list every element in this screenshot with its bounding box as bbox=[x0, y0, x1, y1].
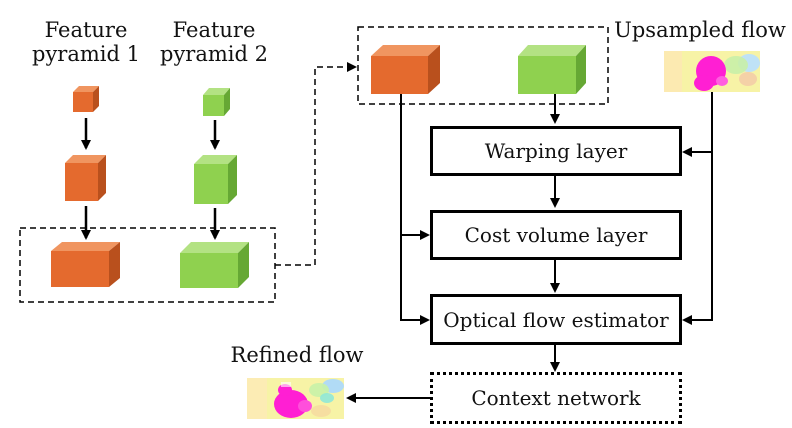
refined-flow-label: Refined flow bbox=[230, 343, 364, 367]
pyramid1-label-line2: pyramid 1 bbox=[32, 42, 140, 66]
cost-volume-layer-label: Cost volume layer bbox=[464, 223, 648, 247]
pyramid2-cube-small bbox=[203, 88, 230, 116]
pyramid2-label-line1: Feature bbox=[172, 18, 256, 42]
pyramid1-label: Feature pyramid 1 bbox=[30, 18, 142, 66]
current-feature-cube-1 bbox=[371, 45, 440, 94]
pyramid1-cube-small bbox=[73, 86, 99, 112]
current-feature-cube-2 bbox=[518, 45, 586, 94]
pyramid1-label-line1: Feature bbox=[44, 18, 128, 42]
dashed-connector bbox=[275, 62, 357, 266]
upsampled-flow-label: Upsampled flow bbox=[614, 18, 786, 42]
upsampled-flow-image bbox=[664, 51, 760, 92]
warping-layer-label: Warping layer bbox=[484, 139, 628, 163]
warping-layer-box: Warping layer bbox=[430, 126, 682, 176]
pyramid2-label: Feature pyramid 2 bbox=[158, 18, 270, 66]
cost-volume-layer-box: Cost volume layer bbox=[430, 210, 682, 260]
context-network-label: Context network bbox=[471, 386, 641, 410]
pyramid1-cube-large bbox=[51, 242, 120, 287]
pyramid2-cube-medium bbox=[194, 155, 237, 204]
refined-flow-image bbox=[247, 378, 344, 419]
pyramid1-cube-medium bbox=[65, 155, 106, 201]
pyramid2-label-line2: pyramid 2 bbox=[160, 42, 268, 66]
optical-flow-estimator-box: Optical flow estimator bbox=[430, 294, 682, 345]
pyramid2-cube-large bbox=[180, 242, 249, 288]
feature1-line bbox=[400, 94, 430, 325]
optical-flow-estimator-label: Optical flow estimator bbox=[443, 307, 669, 332]
context-network-box: Context network bbox=[430, 372, 682, 424]
current-features-group bbox=[357, 26, 609, 105]
upsampled-flow-line bbox=[682, 92, 713, 325]
